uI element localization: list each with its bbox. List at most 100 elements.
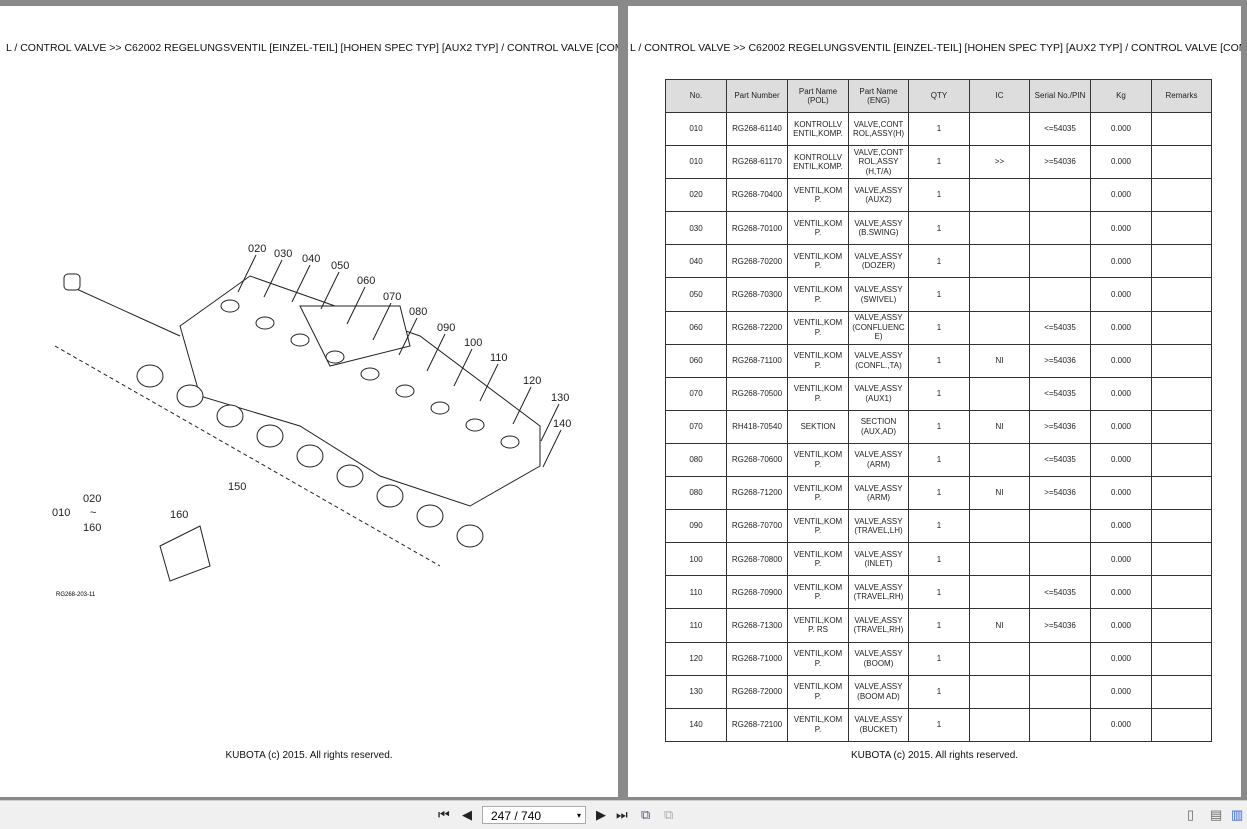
callout-label: 130 — [551, 392, 569, 404]
table-cell: VALVE,ASSY (BOOM AD) — [848, 674, 909, 709]
table-cell: RG268-72200 — [726, 310, 788, 345]
table-cell — [1151, 442, 1212, 478]
leader-line — [426, 333, 446, 372]
page-right: L / CONTROL VALVE >> C62002 REGELUNGSVEN… — [628, 6, 1241, 797]
table-cell — [969, 707, 1030, 742]
valve-cap — [430, 401, 450, 415]
range-tilde: ~ — [90, 507, 96, 519]
table-cell: VENTIL,KOM P. — [787, 641, 849, 676]
page-footer: KUBOTA (c) 2015. All rights reserved. — [850, 750, 1019, 761]
table-cell: VALVE,ASSY (DOZER) — [848, 244, 909, 279]
column-header: QTY — [908, 79, 970, 113]
table-cell: NI — [969, 343, 1030, 378]
page-footer: KUBOTA (c) 2015. All rights reserved. — [225, 750, 393, 761]
table-cell — [969, 310, 1030, 345]
callout-label: 120 — [523, 375, 541, 387]
first-page-icon[interactable]: ⏮ — [438, 807, 450, 822]
table-cell — [1151, 111, 1212, 147]
table-cell: 0.000 — [1090, 211, 1152, 246]
table-cell: 0.000 — [1090, 145, 1152, 180]
table-cell: VALVE,ASSY (SWIVEL) — [848, 277, 909, 312]
table-cell — [1151, 178, 1212, 213]
table-cell: 030 — [665, 211, 727, 246]
table-cell: 0.000 — [1090, 376, 1152, 411]
table-cell: >> — [969, 145, 1030, 180]
table-cell — [969, 674, 1030, 709]
leader-line — [372, 302, 392, 341]
table-cell: VALVE,ASSY (B.SWING) — [848, 211, 909, 246]
table-cell: RG268-61140 — [726, 111, 788, 147]
table-cell: 050 — [665, 277, 727, 312]
callout-label: 080 — [409, 306, 427, 318]
back-view-icon[interactable]: ⧉ — [641, 807, 651, 822]
range-top: 020 — [83, 493, 101, 505]
table-cell — [1151, 211, 1212, 246]
table-cell: 0.000 — [1090, 244, 1152, 279]
table-cell: 0.000 — [1090, 343, 1152, 378]
table-cell: 1 — [908, 476, 970, 511]
table-cell: NI — [969, 608, 1030, 643]
column-header: IC — [969, 79, 1030, 113]
table-cell: 070 — [665, 376, 727, 411]
table-cell: VALVE,ASSY (TRAVEL,RH) — [848, 575, 909, 610]
table-cell: 080 — [665, 476, 727, 511]
table-cell: >=54036 — [1029, 476, 1091, 511]
viewer-toolbar: ⏮ ◀ 247 / 740▾ ▶ ⏭ ⧉ ⧉ ▯ ▤ ▥ — [0, 800, 1247, 829]
table-cell — [1029, 509, 1091, 544]
table-cell: VALVE,ASSY (TRAVEL,RH) — [848, 608, 909, 643]
leader-line — [398, 317, 418, 356]
table-cell: 1 — [908, 542, 970, 577]
callout-label: 070 — [383, 291, 401, 303]
chevron-down-icon[interactable]: ▾ — [576, 811, 581, 820]
column-header: Serial No./PIN — [1029, 79, 1091, 113]
table-cell — [1029, 277, 1091, 312]
table-cell — [1029, 178, 1091, 213]
table-cell: RG268-70500 — [726, 376, 788, 411]
table-cell — [1151, 409, 1212, 444]
table-cell: <=54035 — [1029, 310, 1091, 345]
column-header: Kg — [1090, 79, 1152, 113]
table-cell: VENTIL,KOM P. — [787, 244, 849, 279]
table-cell: 110 — [665, 575, 727, 610]
single-page-icon[interactable]: ▯ — [1187, 807, 1195, 822]
prev-page-icon[interactable]: ◀ — [462, 807, 472, 822]
table-cell: 1 — [908, 244, 970, 279]
next-page-icon[interactable]: ▶ — [596, 807, 606, 822]
forward-view-icon[interactable]: ⧉ — [664, 807, 674, 822]
valve-spool — [136, 364, 164, 388]
table-cell — [1029, 674, 1091, 709]
table-cell: 020 — [665, 178, 727, 213]
table-cell: VALVE,CONT ROL,ASSY(H) — [848, 111, 909, 147]
last-page-icon[interactable]: ⏭ — [616, 807, 628, 822]
facing-pages-icon[interactable]: ▥ — [1231, 807, 1244, 822]
table-cell — [969, 211, 1030, 246]
table-cell: RG268-70800 — [726, 542, 788, 577]
table-cell: 1 — [908, 310, 970, 345]
table-cell: VALVE,ASSY (CONFLUENC E) — [848, 310, 909, 345]
continuous-page-icon[interactable]: ▤ — [1210, 807, 1223, 822]
range-bottom: 160 — [83, 522, 101, 534]
table-cell: 100 — [665, 542, 727, 577]
table-cell: 1 — [908, 145, 970, 180]
table-cell: <=54035 — [1029, 575, 1091, 610]
page-number-input[interactable]: 247 / 740▾ — [482, 806, 586, 824]
table-cell: RG268-70400 — [726, 178, 788, 213]
table-cell: 0.000 — [1090, 310, 1152, 345]
table-cell: 1 — [908, 608, 970, 643]
leader-line — [453, 348, 473, 387]
table-cell: VALVE,ASSY (INLET) — [848, 542, 909, 577]
table-cell — [1029, 211, 1091, 246]
table-cell: 120 — [665, 641, 727, 676]
column-header: Part Name (POL) — [787, 79, 849, 113]
figure-id: RG268-203-11 — [56, 592, 96, 598]
callout-label: 050 — [331, 260, 349, 272]
table-cell: RH418-70540 — [726, 409, 788, 444]
